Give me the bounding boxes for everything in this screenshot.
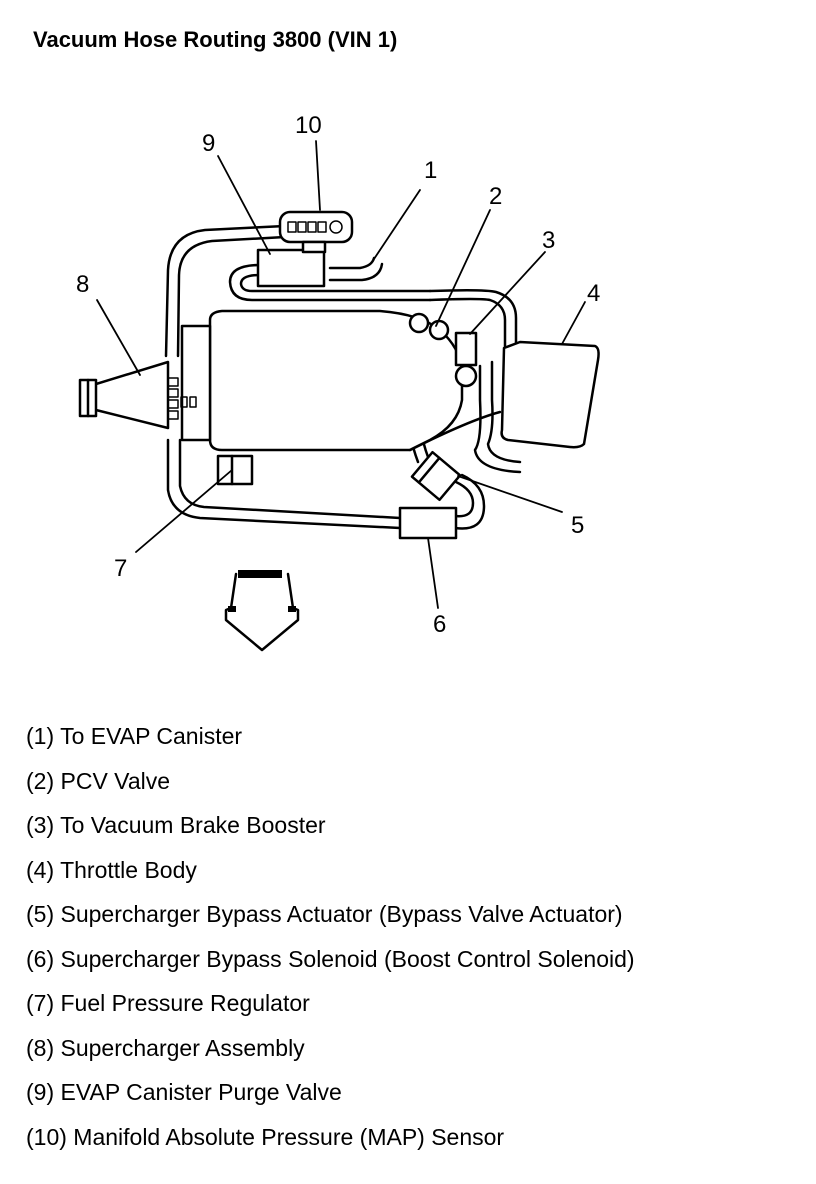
leader-1: [371, 189, 421, 263]
map-sensor: [278, 210, 354, 244]
pcv-valve: [408, 312, 450, 341]
legend-item: (7) Fuel Pressure Regulator: [26, 990, 310, 1016]
legend-item: (9) EVAP Canister Purge Valve: [26, 1079, 342, 1105]
front-direction-arrow-icon: [224, 570, 300, 652]
legend-item: (3) To Vacuum Brake Booster: [26, 812, 326, 838]
housing-outline: [208, 309, 464, 452]
leader-10: [315, 140, 321, 211]
hose-booster-b: [486, 360, 522, 464]
hose-booster-a: [473, 364, 522, 474]
hose-bottom-inner: [178, 438, 402, 520]
legend-item: (6) Supercharger Bypass Solenoid (Boost …: [26, 945, 635, 972]
component-legend: (1) To EVAP Canister (2) PCV Valve (3) T…: [26, 718, 635, 1163]
legend-item: (2) PCV Valve: [26, 767, 171, 794]
hose-pcv-a: [428, 297, 507, 350]
legend-item: (10) Manifold Absolute Pressure (MAP) Se…: [26, 1123, 505, 1150]
callout-9: 9: [202, 130, 215, 157]
hose-solenoid-right-b: [453, 480, 475, 518]
leader-5: [457, 475, 563, 513]
supercharger-inlet: [78, 360, 197, 430]
legend-item: (5) Supercharger Bypass Actuator (Bypass…: [26, 901, 623, 927]
callout-3: 3: [542, 227, 555, 254]
leader-7: [135, 469, 233, 553]
hose-pcv-b: [428, 288, 518, 347]
callout-6: 6: [433, 611, 446, 638]
evap-purge-valve: [256, 240, 327, 288]
brake-booster-fitting: [454, 331, 478, 388]
hose-map-sensor-outer: [164, 224, 287, 358]
housing-front-plate: [180, 324, 212, 442]
leader-lines: [96, 140, 586, 609]
hose-bottom-outer: [166, 438, 402, 530]
inlet-cone: [94, 360, 170, 430]
leader-8: [96, 299, 141, 376]
callout-7: 7: [114, 555, 127, 582]
callout-8: 8: [76, 271, 89, 298]
callout-2: 2: [489, 183, 502, 210]
leader-9: [217, 155, 271, 255]
bypass-solenoid: [398, 506, 458, 540]
hose-upper-loop-a: [228, 263, 432, 302]
hose-evap-b: [328, 262, 384, 282]
housing-bottom-curve: [408, 410, 502, 452]
hose-map-sensor-inner: [176, 235, 287, 358]
legend-item: (4) Throttle Body: [26, 856, 197, 883]
hose-evap-a: [328, 256, 376, 270]
callout-5: 5: [571, 512, 584, 539]
diagram-title: Vacuum Hose Routing 3800 (VIN 1): [33, 27, 398, 52]
supercharger-housing: [180, 309, 502, 452]
legend-item: (8) Supercharger Assembly: [26, 1034, 305, 1061]
vacuum-hose-diagram: 1 2 3 4 5 6 7 8 9 10: [76, 112, 600, 652]
leader-4: [561, 301, 586, 345]
leader-6: [427, 537, 439, 609]
leader-3: [469, 251, 546, 335]
callout-10: 10: [295, 112, 322, 139]
throttle-body: [500, 340, 600, 449]
leader-2: [435, 209, 491, 327]
bypass-actuator: [410, 450, 462, 502]
callout-4: 4: [587, 280, 600, 307]
callout-1: 1: [424, 157, 437, 184]
hose-upper-loop-b: [239, 273, 432, 293]
fuel-pressure-regulator: [216, 454, 254, 486]
legend-item: (1) To EVAP Canister: [26, 723, 243, 749]
